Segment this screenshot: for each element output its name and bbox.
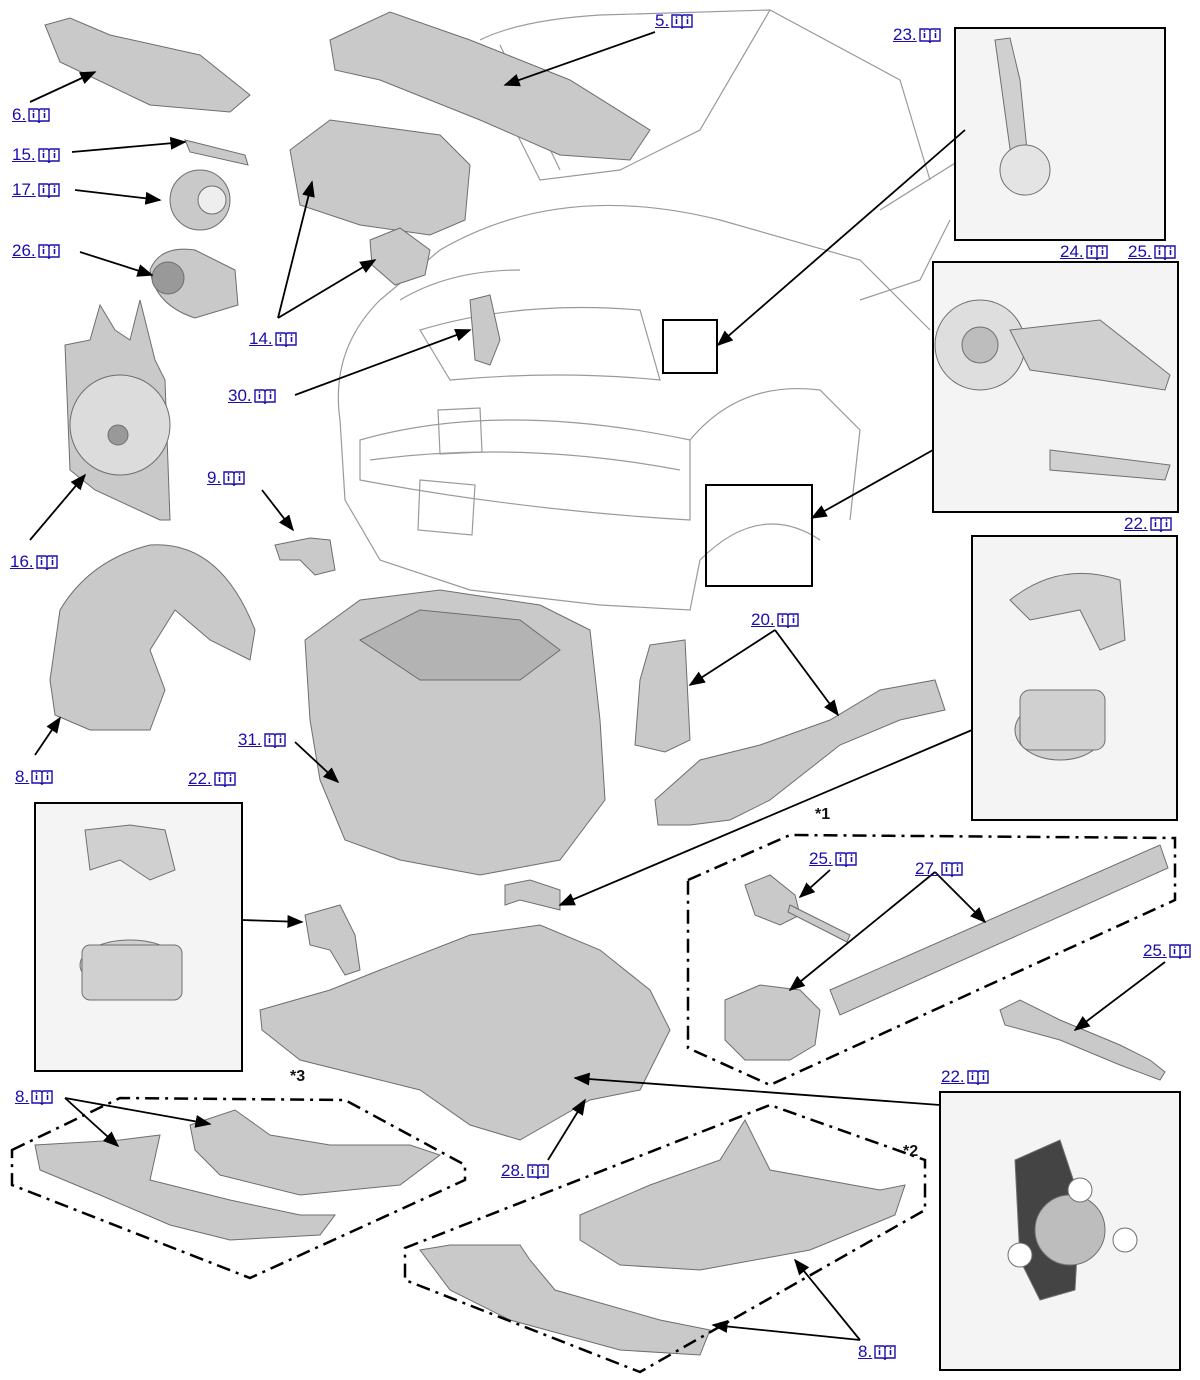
ref-link-5[interactable]: 5. [655, 12, 693, 29]
part-5-cowl-cover [329, 11, 651, 161]
ref-link-17[interactable]: 17. [12, 181, 60, 198]
part-25-driveshaft [999, 999, 1166, 1081]
book-info-icon [263, 732, 286, 748]
ref-link-25-top[interactable]: 25. [1128, 243, 1176, 260]
part-8-undercover-left [34, 1134, 336, 1241]
book-info-icon [31, 769, 53, 785]
part-8-skid-plate [579, 1118, 906, 1271]
ref-link-8-undercover[interactable]: 8. [15, 1088, 53, 1105]
part-9-sensor [274, 537, 336, 576]
ref-link-30[interactable]: 30. [228, 387, 276, 404]
ref-link-22-bottom[interactable]: 22. [941, 1068, 989, 1085]
book-info-icon [1149, 516, 1172, 532]
note-3: *3 [290, 1068, 306, 1085]
ref-link-6[interactable]: 6. [12, 106, 50, 123]
ref-link-15[interactable]: 15. [12, 146, 60, 163]
part-27-transfer-assembly [724, 984, 821, 1061]
part-20-exhaust-pipe [654, 679, 946, 826]
book-info-icon [918, 27, 941, 43]
part-8-undercover-right [189, 1109, 442, 1196]
book-info-icon [1168, 943, 1191, 959]
part-6-upper-cover [44, 17, 251, 113]
book-info-icon [776, 612, 799, 628]
book-info-icon [35, 554, 58, 570]
part-28-subframe [259, 924, 671, 1141]
ref-link-27[interactable]: 27. [915, 860, 963, 877]
vehicle-outline [337, 9, 961, 611]
ref-link-31[interactable]: 31. [238, 731, 286, 748]
ref-link-22-left[interactable]: 22. [188, 770, 236, 787]
ref-link-8-skid[interactable]: 8. [858, 1343, 896, 1360]
note-1: *1 [815, 806, 831, 823]
ref-link-23[interactable]: 23. [893, 26, 941, 43]
ref-link-25-mid[interactable]: 25. [809, 850, 857, 867]
book-info-icon [274, 331, 297, 347]
ref-link-25-bottom[interactable]: 25. [1143, 942, 1191, 959]
book-info-icon [874, 1344, 896, 1360]
note-2: *2 [903, 1143, 919, 1160]
detail-frame-23 [954, 27, 1166, 241]
part-14-air-cleaner [289, 119, 471, 236]
part-25-bracket [744, 874, 801, 926]
part-8-front-undercover [419, 1244, 711, 1356]
book-info-icon [1153, 244, 1176, 260]
book-info-icon [28, 107, 50, 123]
book-info-icon [37, 243, 60, 259]
callout-box-steering [662, 319, 718, 374]
book-info-icon [834, 851, 857, 867]
ref-link-8-fender[interactable]: 8. [15, 768, 53, 785]
ref-link-20[interactable]: 20. [751, 611, 799, 628]
book-info-icon [253, 388, 276, 404]
part-20-catalytic-converter [634, 639, 691, 753]
ref-link-9[interactable]: 9. [207, 469, 245, 486]
ref-link-22-right[interactable]: 22. [1124, 515, 1172, 532]
part-27-propeller-shaft [829, 844, 1169, 1016]
ref-link-26[interactable]: 26. [12, 242, 60, 259]
book-info-icon [37, 182, 60, 198]
part-8-fender-liner [49, 544, 256, 731]
book-info-icon [223, 470, 245, 486]
ref-link-14[interactable]: 14. [249, 330, 297, 347]
part-15-bracket [184, 139, 249, 166]
book-info-icon [213, 771, 236, 787]
book-info-icon [966, 1069, 989, 1085]
ref-link-28[interactable]: 28. [501, 1162, 549, 1179]
book-info-icon [37, 147, 60, 163]
book-info-icon [526, 1163, 549, 1179]
dashed-group-3 [10, 1096, 467, 1280]
ref-link-24[interactable]: 24. [1060, 243, 1108, 260]
callout-box-brake [705, 484, 813, 587]
book-info-icon [940, 861, 963, 877]
ref-link-16[interactable]: 16. [10, 553, 58, 570]
book-info-icon [1085, 244, 1108, 260]
book-info-icon [671, 13, 693, 29]
part-30-bracket [469, 294, 501, 366]
dashed-group-upper-right [686, 833, 1177, 1087]
book-info-icon [31, 1089, 53, 1105]
